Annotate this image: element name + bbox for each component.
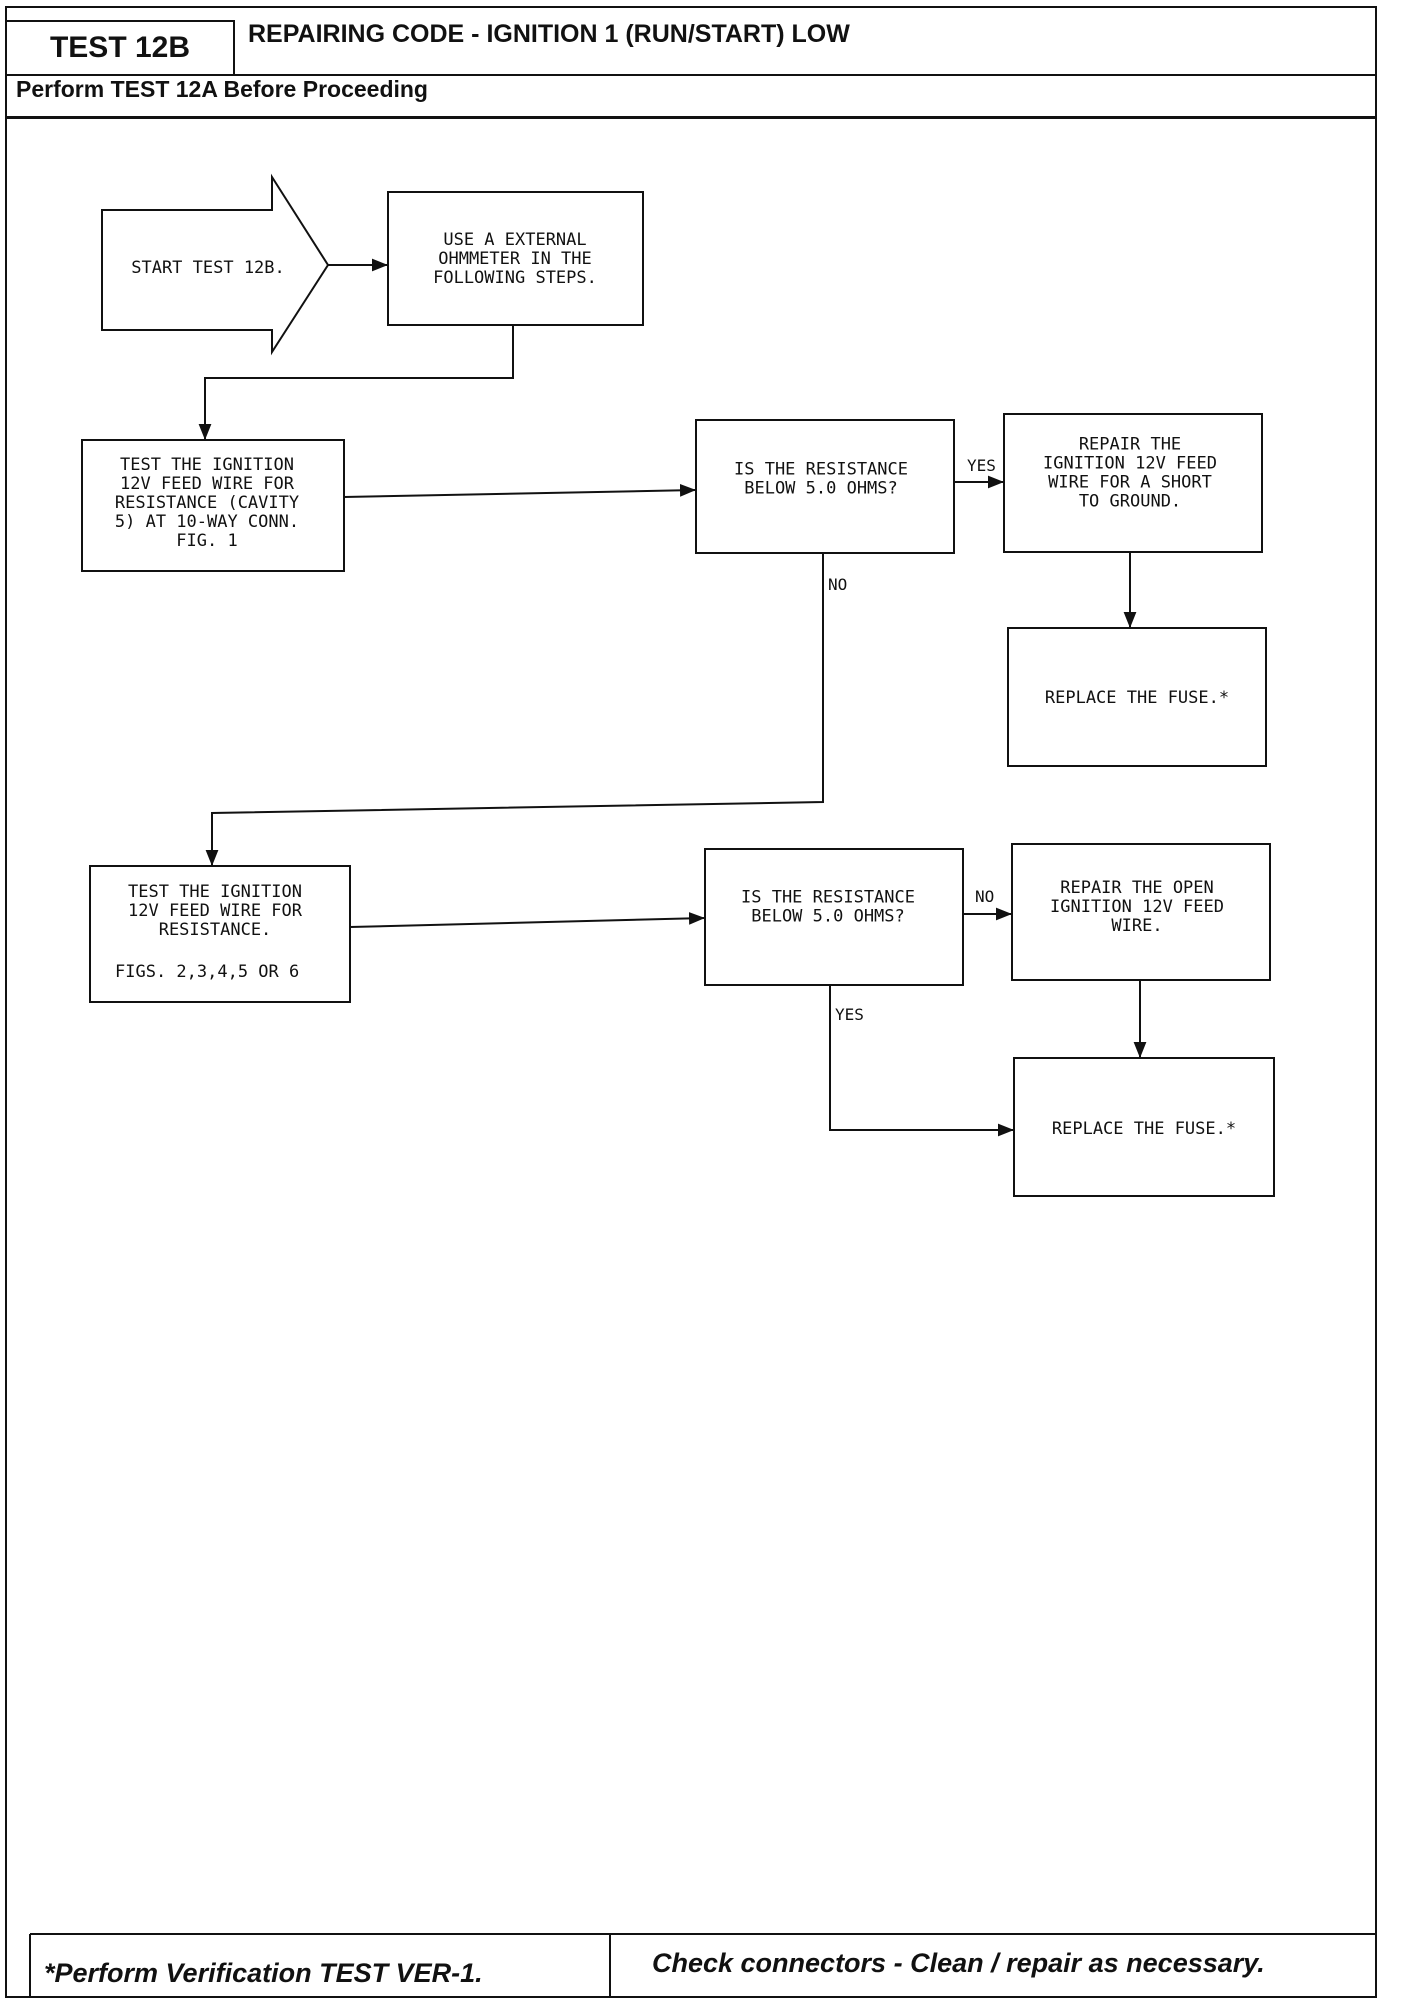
- prerequisite-note: Perform TEST 12A Before Proceeding: [16, 76, 428, 102]
- node-text-line: USE A EXTERNAL: [443, 230, 586, 250]
- label-q1-yes: YES: [967, 456, 996, 475]
- node-text-line: REPLACE THE FUSE.*: [1045, 688, 1229, 708]
- edge-q1-no: [205, 553, 824, 866]
- question-1-box: [695, 419, 955, 554]
- node-text-line: REPAIR THE: [1079, 435, 1181, 455]
- replace-fuse-2-box: [1013, 1057, 1275, 1197]
- node-text-line: WIRE.: [1111, 916, 1162, 936]
- edge-test-to-q2: [349, 912, 706, 928]
- replace-fuse-2-label: REPLACE THE FUSE.*: [1052, 1119, 1236, 1139]
- start-arrow-shape: [101, 173, 330, 356]
- question-2-box: [704, 848, 964, 986]
- node-text-line: FOLLOWING STEPS.: [433, 268, 597, 288]
- node-text-line: BELOW 5.0 OHMS?: [751, 907, 905, 927]
- node-text-line: OHMMETER IN THE: [438, 249, 592, 269]
- edge-meter-to-cavity: [198, 325, 514, 440]
- edge-q2-yes: [829, 985, 1014, 1137]
- replace-fuse-1-label: REPLACE THE FUSE.*: [1045, 688, 1229, 708]
- node-text-line: RESISTANCE (CAVITY: [115, 493, 299, 513]
- test-resistance-box: [89, 865, 351, 1003]
- node-text-line: 12V FEED WIRE FOR: [120, 474, 295, 494]
- node-text-line: TEST THE IGNITION: [128, 882, 302, 902]
- step-meter-box: [387, 191, 644, 326]
- node-text-line: WIRE FOR A SHORT: [1048, 473, 1212, 493]
- node-text-line: FIG. 1: [176, 531, 237, 551]
- node-text-line: IS THE RESISTANCE: [734, 460, 908, 480]
- node-text-line: TO GROUND.: [1079, 492, 1181, 512]
- node-text-line: 5) AT 10-WAY CONN.: [115, 512, 299, 532]
- node-text-line: TEST THE IGNITION: [120, 455, 294, 475]
- footer-verification-note: *Perform Verification TEST VER-1.: [44, 1958, 483, 1988]
- replace-fuse-1-box: [1007, 627, 1267, 767]
- header-divider-bottom: [5, 116, 1377, 119]
- header-divider: [5, 74, 1377, 76]
- node-text-line: 12V FEED WIRE FOR: [128, 901, 303, 921]
- edge-cavity-to-q1: [343, 483, 697, 498]
- node-text-line: START TEST 12B.: [131, 258, 285, 278]
- node-text-line: RESISTANCE.: [159, 920, 272, 940]
- test-resistance-figs: FIGS. 2,3,4,5 OR 6: [115, 962, 299, 982]
- node-text-line: BELOW 5.0 OHMS?: [744, 479, 898, 499]
- node-text-line: IGNITION 12V FEED: [1043, 454, 1217, 474]
- node-text-line: REPLACE THE FUSE.*: [1052, 1119, 1236, 1139]
- test-cavity-box: [81, 439, 345, 572]
- label-q1-no: NO: [828, 575, 847, 594]
- label-q2-no: NO: [975, 887, 994, 906]
- node-text-line: IGNITION 12V FEED: [1050, 897, 1224, 917]
- label-q2-yes: YES: [835, 1005, 864, 1024]
- start-label: START TEST 12B.: [131, 258, 285, 278]
- connectors: [198, 258, 1147, 1137]
- node-text-line: IS THE RESISTANCE: [741, 888, 915, 908]
- page-border: [5, 6, 1377, 1998]
- footer-connector-note: Check connectors - Clean / repair as nec…: [652, 1948, 1265, 1978]
- page-title: REPAIRING CODE - IGNITION 1 (RUN/START) …: [248, 20, 850, 48]
- node-text-line: REPAIR THE OPEN: [1060, 878, 1214, 898]
